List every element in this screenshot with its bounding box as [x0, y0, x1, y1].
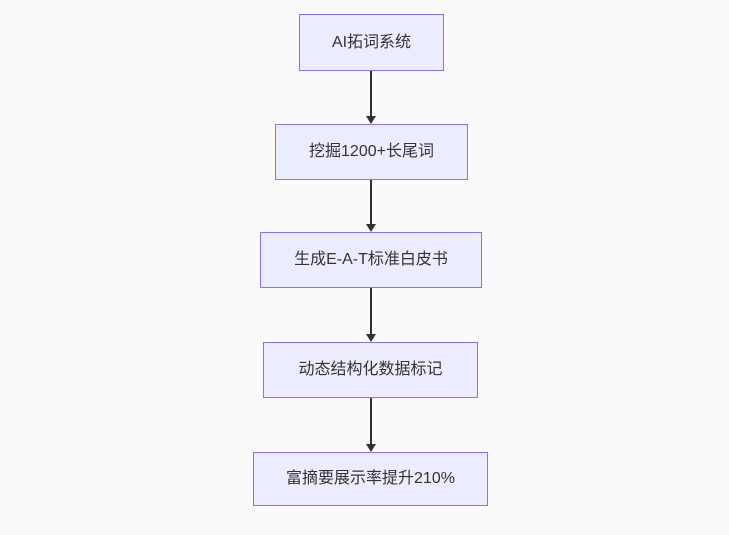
flow-node-label: 挖掘1200+长尾词 — [309, 143, 434, 160]
flow-node-eat-whitepaper: 生成E-A-T标准白皮书 — [260, 232, 482, 288]
flow-arrow-2 — [365, 180, 377, 232]
flow-arrow-4 — [365, 398, 377, 452]
flow-node-structured-data-markup: 动态结构化数据标记 — [263, 342, 478, 398]
flow-node-longtail-mining: 挖掘1200+长尾词 — [275, 124, 468, 180]
flow-node-label: 富摘要展示率提升210% — [286, 470, 455, 487]
flow-node-label: 生成E-A-T标准白皮书 — [294, 251, 448, 268]
arrow-line — [370, 180, 372, 224]
flow-node-label: AI拓词系统 — [331, 33, 412, 51]
arrow-line — [370, 288, 372, 334]
arrowhead-down-icon — [366, 224, 376, 232]
arrowhead-down-icon — [366, 444, 376, 452]
arrow-line — [370, 71, 372, 116]
flow-node-rich-snippet-uplift: 富摘要展示率提升210% — [253, 452, 488, 506]
flow-arrow-1 — [365, 71, 377, 124]
flow-node-label: 动态结构化数据标记 — [298, 361, 443, 378]
arrowhead-down-icon — [366, 334, 376, 342]
flow-node-ai-keyword-system: AI拓词系统 — [299, 14, 444, 71]
arrow-line — [370, 398, 372, 444]
flow-arrow-3 — [365, 288, 377, 342]
arrowhead-down-icon — [366, 116, 376, 124]
